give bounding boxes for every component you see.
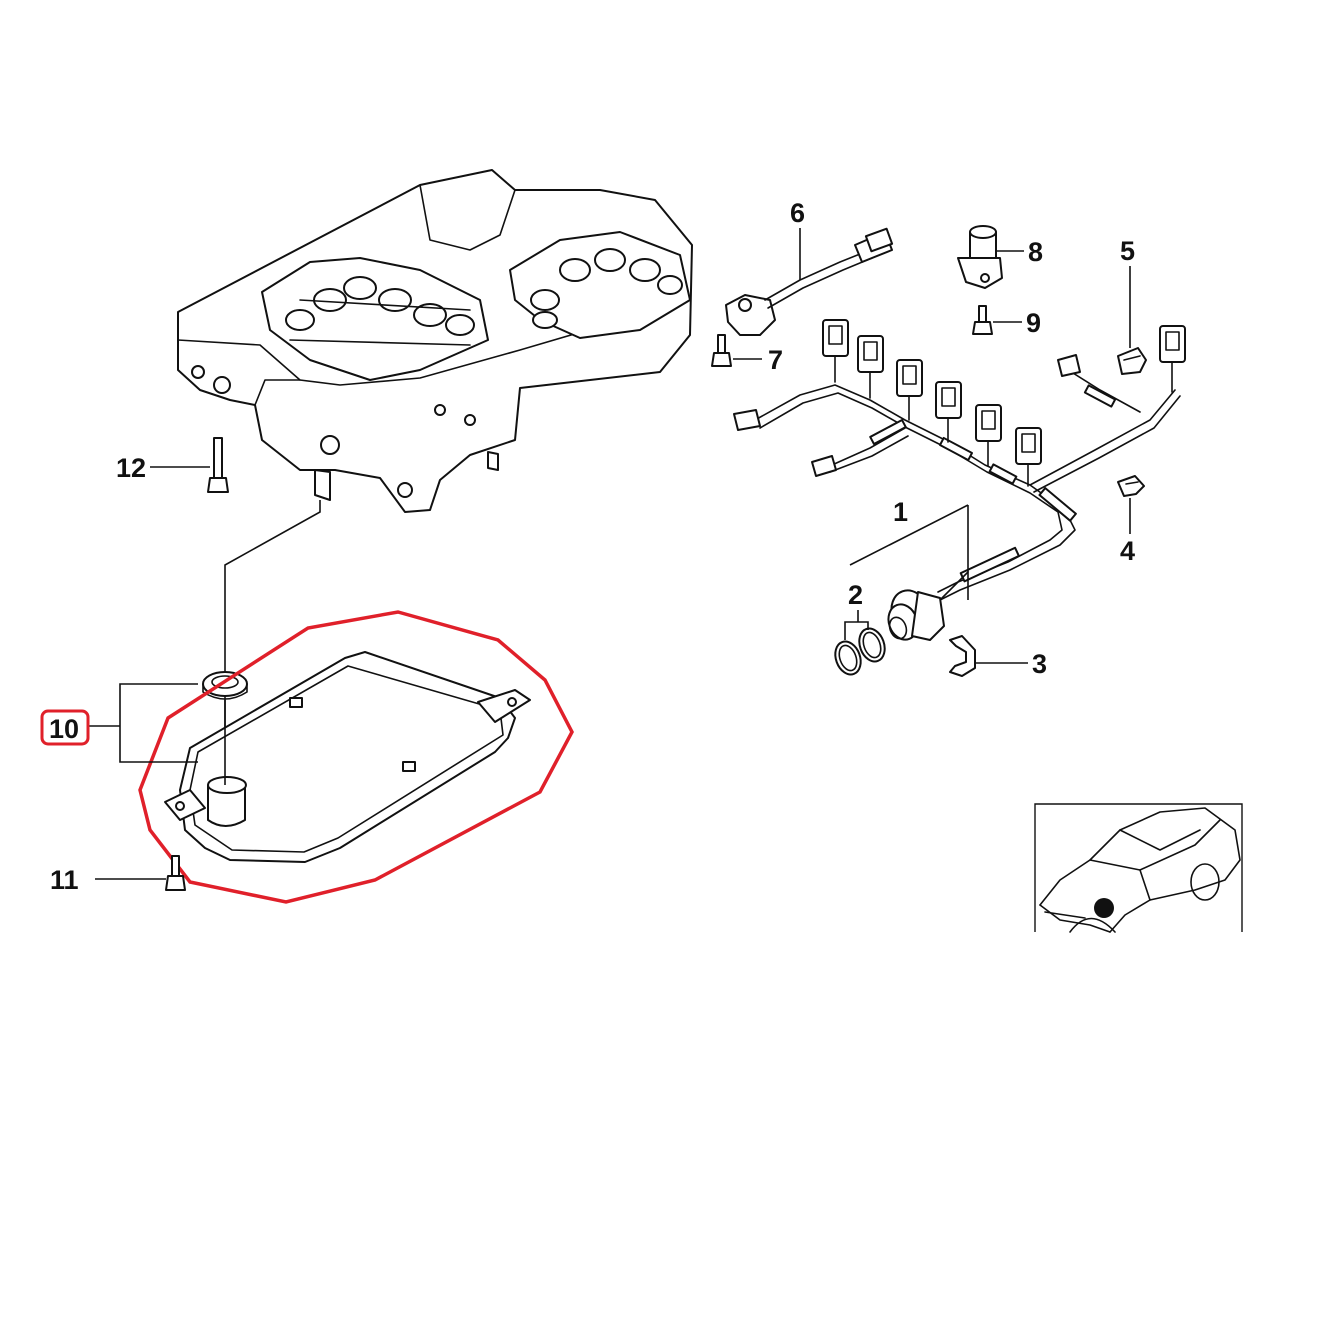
bolt-7 xyxy=(711,334,732,367)
bolt-12 xyxy=(207,437,229,493)
location-dot xyxy=(1094,898,1114,918)
callout-5: 5 xyxy=(1120,236,1135,266)
clip-5 xyxy=(1117,347,1147,375)
o-rings-2 xyxy=(834,627,886,676)
leader-1 xyxy=(849,504,969,600)
leader-10 xyxy=(88,683,198,763)
callout-10: 10 xyxy=(49,714,79,744)
vehicle-location-inset xyxy=(1034,803,1243,933)
callout-4: 4 xyxy=(1120,536,1135,566)
speed-sensor-8 xyxy=(957,225,1003,289)
small-clip-4 xyxy=(1117,475,1145,497)
callout-1: 1 xyxy=(893,497,908,527)
wiring-harness-1 xyxy=(733,319,1186,641)
callout-2: 2 xyxy=(848,580,863,610)
callout-11: 11 xyxy=(50,865,79,895)
transmission-filter-10 xyxy=(164,651,531,863)
retaining-clip-3 xyxy=(949,635,976,677)
leader-2 xyxy=(844,610,869,640)
callout-9: 9 xyxy=(1026,308,1041,338)
filter-seal-ring xyxy=(202,671,248,700)
bolt-9 xyxy=(972,305,993,335)
highlight-outline-10 xyxy=(138,610,574,904)
callout-3: 3 xyxy=(1032,649,1047,679)
sensor-cable-6 xyxy=(725,227,894,336)
callout-6: 6 xyxy=(790,198,805,228)
callout-8: 8 xyxy=(1028,237,1043,267)
bolt-11 xyxy=(165,855,186,891)
callout-10-box xyxy=(40,709,90,746)
callout-12: 12 xyxy=(116,453,146,483)
callout-7: 7 xyxy=(768,345,783,375)
valve-body xyxy=(177,169,693,513)
